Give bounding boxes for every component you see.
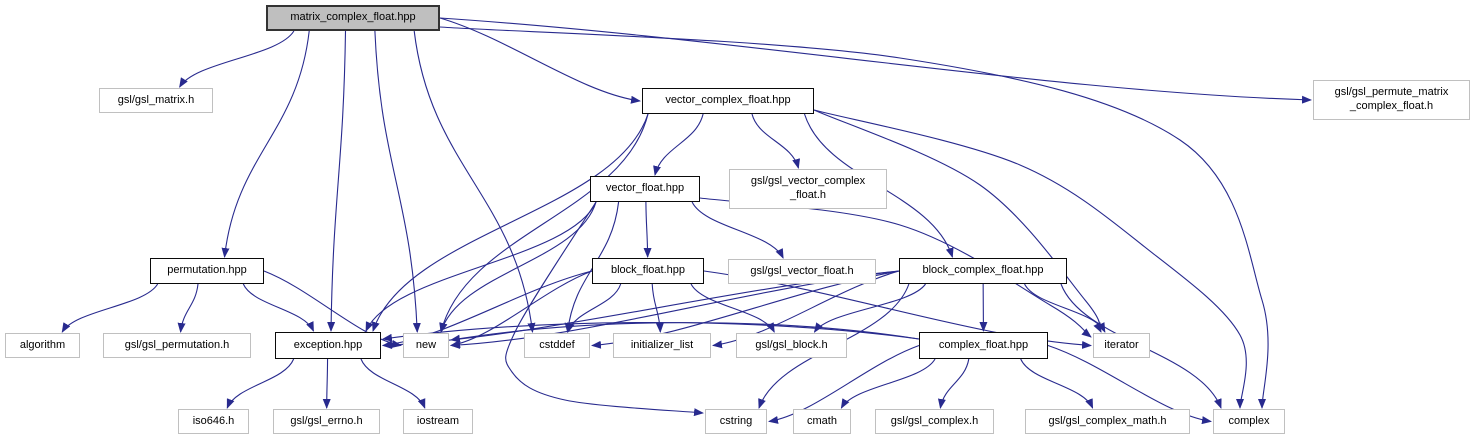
node-label: cstddef	[539, 338, 575, 351]
node-vector-float-hpp[interactable]: vector_float.hpp	[590, 176, 700, 202]
node-complex[interactable]: complex	[1213, 409, 1285, 434]
node-label: cstring	[719, 414, 753, 427]
node-label: new	[415, 338, 437, 351]
edge-matrix-complex-float-hpp--cstddef	[413, 30, 536, 333]
edge-matrix-complex-float-hpp--gsl-matrix-h	[179, 30, 295, 88]
node-complex-float-hpp[interactable]: complex_float.hpp	[919, 332, 1048, 359]
node-iterator[interactable]: iterator	[1093, 333, 1150, 358]
node-cstddef[interactable]: cstddef	[524, 333, 590, 358]
edge-vector-float-hpp--gsl-vector-float-h	[691, 201, 784, 259]
node-label: exception.hpp	[293, 338, 363, 351]
edge-block-float-hpp--gsl-block-h	[690, 283, 775, 333]
node-permutation-hpp[interactable]: permutation.hpp	[150, 258, 264, 284]
node-label: block_float.hpp	[611, 264, 685, 277]
edge-permutation-hpp--exception-hpp	[242, 283, 314, 332]
edge-vector-complex-float-hpp--vector-float-hpp	[653, 113, 704, 176]
edge-matrix-complex-float-hpp--vector-complex-float-hpp	[439, 17, 641, 104]
node-gsl-matrix-h[interactable]: gsl/gsl_matrix.h	[99, 88, 213, 113]
node-label: gsl/gsl_vector_float.h	[750, 264, 854, 277]
node-iso646-h[interactable]: iso646.h	[178, 409, 249, 434]
edge-vector-complex-float-hpp--iterator	[813, 109, 1102, 333]
edge-matrix-complex-float-hpp--gsl-permute-matrix-complex-float-h	[439, 17, 1312, 104]
edge-vector-float-hpp--new	[439, 201, 597, 333]
node-label: iso646.h	[192, 414, 235, 427]
node-label: gsl/gsl_errno.h	[290, 414, 363, 427]
node-label: vector_float.hpp	[605, 182, 685, 195]
node-label: permutation.hpp	[167, 264, 247, 277]
node-gsl-permutation-h[interactable]: gsl/gsl_permutation.h	[103, 333, 251, 358]
node-gsl-permute-matrix-complex-float-h[interactable]: gsl/gsl_permute_matrix _complex_float.h	[1313, 80, 1470, 120]
edge-vector-float-hpp--block-float-hpp	[643, 201, 652, 258]
node-gsl-errno-h[interactable]: gsl/gsl_errno.h	[273, 409, 380, 434]
node-gsl-block-h[interactable]: gsl/gsl_block.h	[736, 333, 847, 358]
node-label: gsl/gsl_permute_matrix _complex_float.h	[1334, 86, 1449, 112]
edge-exception-hpp--gsl-errno-h	[322, 358, 331, 409]
node-label: gsl/gsl_complex_math.h	[1048, 414, 1167, 427]
node-exception-hpp[interactable]: exception.hpp	[275, 332, 381, 359]
node-label: complex	[1228, 414, 1270, 427]
node-gsl-vector-complex-float-h[interactable]: gsl/gsl_vector_complex _float.h	[729, 169, 887, 209]
node-label: complex_float.hpp	[938, 338, 1029, 351]
node-label: gsl/gsl_permutation.h	[124, 338, 230, 351]
edge-permutation-hpp--gsl-permutation-h	[177, 283, 199, 333]
node-label: algorithm	[19, 338, 66, 351]
edge-block-float-hpp--cstddef	[566, 283, 622, 333]
node-label: gsl/gsl_vector_complex _float.h	[750, 175, 866, 201]
node-label: iostream	[416, 414, 460, 427]
node-vector-complex-float-hpp[interactable]: vector_complex_float.hpp	[642, 88, 814, 114]
edge-vector-float-hpp--exception-hpp	[365, 201, 597, 332]
edge-complex-float-hpp--cmath	[840, 358, 936, 409]
edge-exception-hpp--iostream	[360, 358, 426, 409]
edge-matrix-complex-float-hpp--exception-hpp	[327, 30, 347, 332]
node-iostream[interactable]: iostream	[403, 409, 473, 434]
node-block-float-hpp[interactable]: block_float.hpp	[592, 258, 704, 284]
node-label: block_complex_float.hpp	[922, 264, 1044, 277]
edge-vector-complex-float-hpp--exception-hpp	[372, 113, 649, 332]
node-label: vector_complex_float.hpp	[665, 94, 791, 107]
edge-block-complex-float-hpp--gsl-block-h	[813, 283, 927, 333]
node-initializer-list[interactable]: initializer_list	[613, 333, 711, 358]
edge-complex-float-hpp--gsl-complex-math-h	[1020, 358, 1094, 409]
edge-matrix-complex-float-hpp--new	[374, 30, 421, 333]
edge-permutation-hpp--algorithm	[61, 283, 159, 333]
edge-vector-complex-float-hpp--new	[439, 113, 649, 333]
edge-block-float-hpp--initializer-list	[651, 283, 664, 333]
node-label: gsl/gsl_matrix.h	[117, 93, 195, 106]
node-matrix-complex-float-hpp[interactable]: matrix_complex_float.hpp	[266, 5, 440, 31]
node-new[interactable]: new	[403, 333, 449, 358]
node-label: gsl/gsl_block.h	[755, 338, 828, 351]
node-label: initializer_list	[630, 338, 694, 351]
node-label: iterator	[1104, 338, 1139, 351]
node-label: matrix_complex_float.hpp	[290, 11, 416, 24]
node-gsl-vector-float-h[interactable]: gsl/gsl_vector_float.h	[728, 259, 876, 284]
edge-vector-float-hpp--cstring	[505, 201, 704, 417]
node-gsl-complex-math-h[interactable]: gsl/gsl_complex_math.h	[1025, 409, 1190, 434]
edge-complex-float-hpp--gsl-complex-h	[937, 358, 970, 409]
edge-exception-hpp--iso646-h	[226, 358, 295, 409]
node-algorithm[interactable]: algorithm	[5, 333, 80, 358]
node-label: cmath	[807, 414, 837, 427]
node-cmath[interactable]: cmath	[793, 409, 851, 434]
edge-vector-complex-float-hpp--gsl-vector-complex-float-h	[751, 113, 801, 169]
node-label: gsl/gsl_complex.h	[890, 414, 979, 427]
edge-matrix-complex-float-hpp--permutation-hpp	[221, 30, 310, 258]
node-gsl-complex-h[interactable]: gsl/gsl_complex.h	[875, 409, 994, 434]
node-cstring[interactable]: cstring	[705, 409, 767, 434]
edge-block-complex-float-hpp--iterator	[1024, 283, 1106, 333]
node-block-complex-float-hpp[interactable]: block_complex_float.hpp	[899, 258, 1067, 284]
